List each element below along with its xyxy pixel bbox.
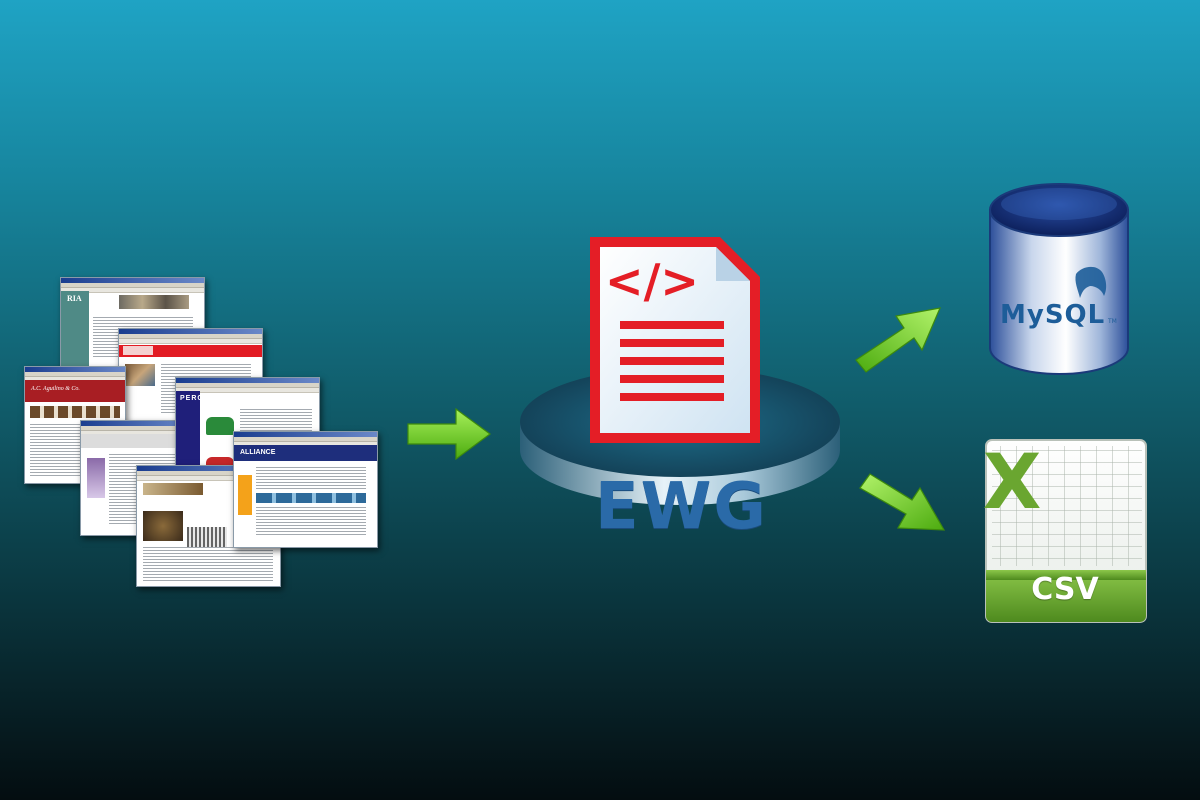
ewg-label: EWG bbox=[595, 470, 768, 544]
mysql-tm: TM bbox=[1108, 318, 1117, 325]
code-document-icon: </> bbox=[590, 237, 760, 443]
arrow-up-right-icon bbox=[855, 307, 941, 373]
page-logo: ALLIANCE bbox=[240, 449, 276, 456]
arrow-down-right-icon bbox=[859, 473, 946, 531]
page-logo: RIA bbox=[67, 294, 82, 303]
page-logo: A.C. Aguilino & Co. bbox=[31, 386, 80, 392]
mysql-database-icon bbox=[989, 183, 1129, 375]
csv-label: CSV bbox=[1031, 572, 1099, 607]
page-logo: PERCIUS bbox=[180, 395, 219, 402]
mysql-logo-text: MySQL bbox=[1000, 300, 1106, 330]
web-page-window: ALLIANCE bbox=[233, 431, 378, 548]
arrow-right-icon bbox=[407, 407, 492, 461]
excel-x-letter: X bbox=[984, 438, 1041, 526]
csv-file-icon: X bbox=[984, 438, 1147, 623]
code-glyph: </> bbox=[605, 254, 699, 308]
